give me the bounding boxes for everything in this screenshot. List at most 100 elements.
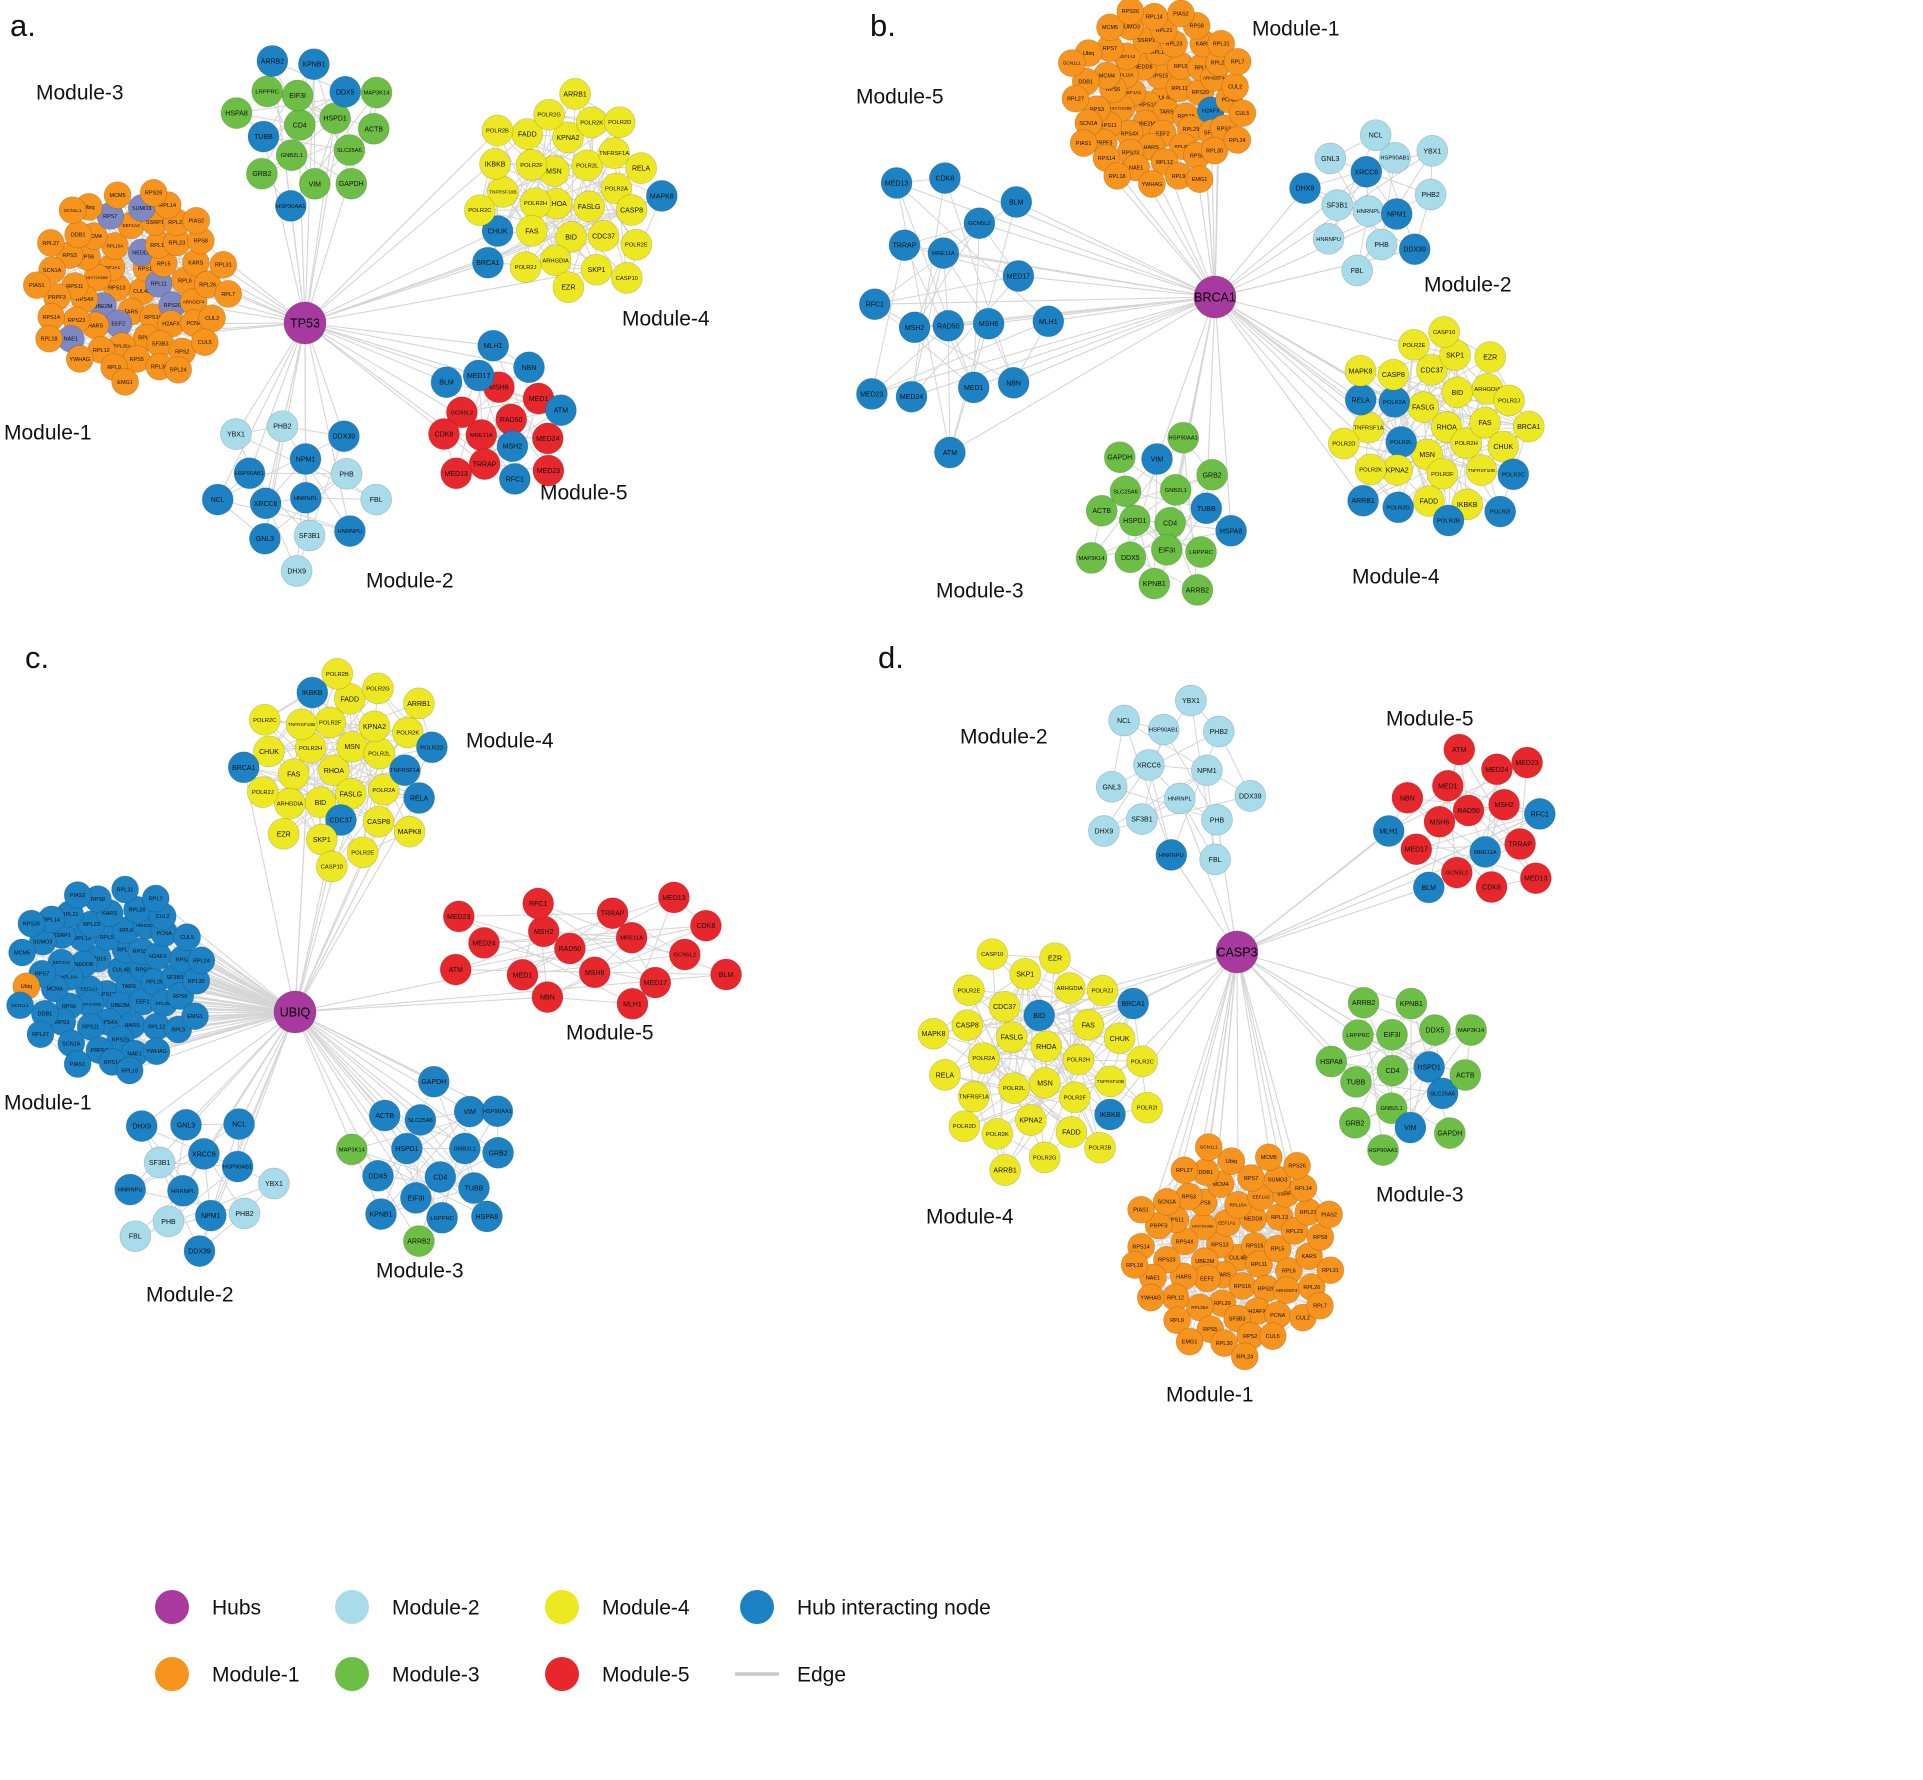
- node-label: RPL18: [121, 1068, 138, 1074]
- node-label: GAPDH: [421, 1079, 446, 1086]
- node-label: POLR2C: [1502, 472, 1525, 478]
- panel-letter: d.: [878, 640, 904, 675]
- node-label: POLR2L: [576, 163, 599, 169]
- node-label: RPS5: [1203, 1327, 1217, 1333]
- panel-b: RAD50MRE11AMSH6MSH2GCN5L2MED1TRRAPMED17M…: [856, 0, 1544, 605]
- node-label: MLH1: [1379, 828, 1398, 835]
- node-label: POLR2F: [319, 721, 342, 727]
- node-label: MED1: [1438, 783, 1458, 790]
- node-label: EIF3I: [1158, 547, 1175, 554]
- node-label: RPL31: [215, 263, 232, 269]
- node-label: MRE11A: [932, 251, 955, 257]
- node-label: DDX5: [369, 1173, 388, 1180]
- node-label: PIAS2: [1173, 11, 1189, 17]
- node-label: FBL: [370, 497, 383, 504]
- legend-marker-hubs: [155, 1590, 189, 1624]
- legend-label: Module-1: [212, 1663, 300, 1686]
- node-label: IKBKB: [1457, 502, 1478, 509]
- node-label: BID: [315, 800, 327, 807]
- node-label: DDB1: [71, 232, 86, 238]
- legend-label: Module-4: [602, 1596, 690, 1619]
- node-label: POLR2G: [1386, 505, 1410, 511]
- panel-a: CD4HSPD1GNB2L1EIF3ISLC25A6TUBBDDX5VIMLRP…: [4, 8, 710, 592]
- node-label: SCN1A: [1158, 1200, 1177, 1206]
- node-label: MED24: [536, 436, 559, 443]
- node-label: RPS2: [175, 349, 189, 355]
- node-label: GNL3: [177, 1122, 195, 1129]
- node-label: CASP10: [981, 952, 1003, 958]
- node-label: RPL11: [151, 282, 167, 288]
- node-label: XRCC6: [254, 501, 278, 508]
- node-label: RPS14: [1098, 156, 1115, 162]
- node-label: RPS8: [91, 897, 105, 903]
- node-label: RPL31: [1213, 42, 1230, 48]
- node-label: FAS: [1478, 420, 1492, 427]
- node-label: POLR2A: [972, 1056, 995, 1062]
- node-label: HSP90AA1: [276, 204, 305, 210]
- module-label: Module-4: [466, 729, 554, 752]
- node-label: ARRB2: [1186, 587, 1209, 594]
- node-label: RPL23: [1286, 1229, 1303, 1235]
- node-label: POLR2K: [396, 731, 419, 737]
- node-label: MSH2: [905, 325, 925, 332]
- node-label: PIAS2: [189, 219, 205, 225]
- node-label: CHUK: [488, 228, 508, 235]
- node-label: GNB2L1: [1165, 488, 1187, 494]
- node-label: BLM: [439, 380, 454, 387]
- node-label: RPL9: [1170, 1318, 1184, 1324]
- node-label: RPL6: [119, 928, 133, 934]
- node-label: ARRB2: [1352, 1000, 1375, 1007]
- node-label: SLC25A6: [337, 148, 362, 154]
- node-label: RPL30: [1206, 149, 1223, 155]
- node-label: RPS8: [1313, 1235, 1327, 1241]
- module-label: Module-5: [540, 481, 628, 504]
- module-label: Module-1: [1166, 1383, 1254, 1406]
- node-label: KPNB1: [1143, 581, 1166, 588]
- node-label: LRPPRC: [255, 89, 279, 95]
- legend-marker-module-3: [335, 1657, 369, 1691]
- node-label: RPS20: [1258, 1287, 1275, 1293]
- node-label: CHUK: [1493, 444, 1513, 451]
- node-label: GRB2: [252, 171, 271, 178]
- node-label: RPS20: [164, 303, 181, 309]
- node-label: DDB1: [1078, 79, 1093, 85]
- node-label: RPL24: [193, 958, 210, 964]
- node-label: RPL6: [1282, 1269, 1296, 1275]
- node-label: MSH2: [1494, 802, 1514, 809]
- node-label: SSRP1: [1137, 38, 1155, 44]
- node-label: FADD: [1420, 499, 1439, 506]
- node-label: TUBB: [254, 134, 273, 141]
- node-label: RPL29: [1214, 1301, 1231, 1307]
- module-label: Module-2: [1424, 273, 1512, 296]
- node-label: PIAS1: [70, 1062, 86, 1068]
- node-label: RPL11: [1251, 1262, 1267, 1268]
- node-label: POLR2K: [580, 120, 603, 126]
- node-label: TUBB: [1347, 1079, 1366, 1086]
- node-label: GCN5L2: [1446, 871, 1469, 877]
- node-label: NPM1: [1197, 768, 1217, 775]
- node-label: HSP90AA1: [1169, 436, 1198, 442]
- node-label: EMG1: [117, 380, 133, 386]
- node-label: FASLG: [578, 204, 601, 211]
- legend-marker-module-2: [335, 1590, 369, 1624]
- node-label: SF3B3: [152, 342, 169, 348]
- legend-label: Module-2: [392, 1596, 480, 1619]
- node-label: POLR2J: [1092, 989, 1114, 995]
- node-label: CD4: [1163, 520, 1177, 527]
- node-label: MSN: [1037, 1080, 1053, 1087]
- node-label: MED24: [900, 394, 923, 401]
- node-label: RPL9: [171, 1027, 185, 1033]
- node-label: CDC37: [592, 233, 615, 240]
- node-label: ACTB: [375, 1113, 394, 1120]
- node-label: YBX1: [1182, 698, 1200, 705]
- node-label: MED1: [513, 972, 533, 979]
- node-label: HSP90AB1: [1149, 728, 1178, 734]
- node-label: Ubiq: [1083, 51, 1094, 57]
- node-label: MSH6: [489, 385, 509, 392]
- node-label: LRPPRC: [1189, 550, 1213, 556]
- node-label: EZR: [1048, 956, 1062, 963]
- node-label: POLR2D: [608, 120, 631, 126]
- node-label: TRRAP: [473, 462, 497, 469]
- node-label: POLR2D: [1332, 442, 1355, 448]
- node-label: TNFRSF10B: [1468, 468, 1495, 474]
